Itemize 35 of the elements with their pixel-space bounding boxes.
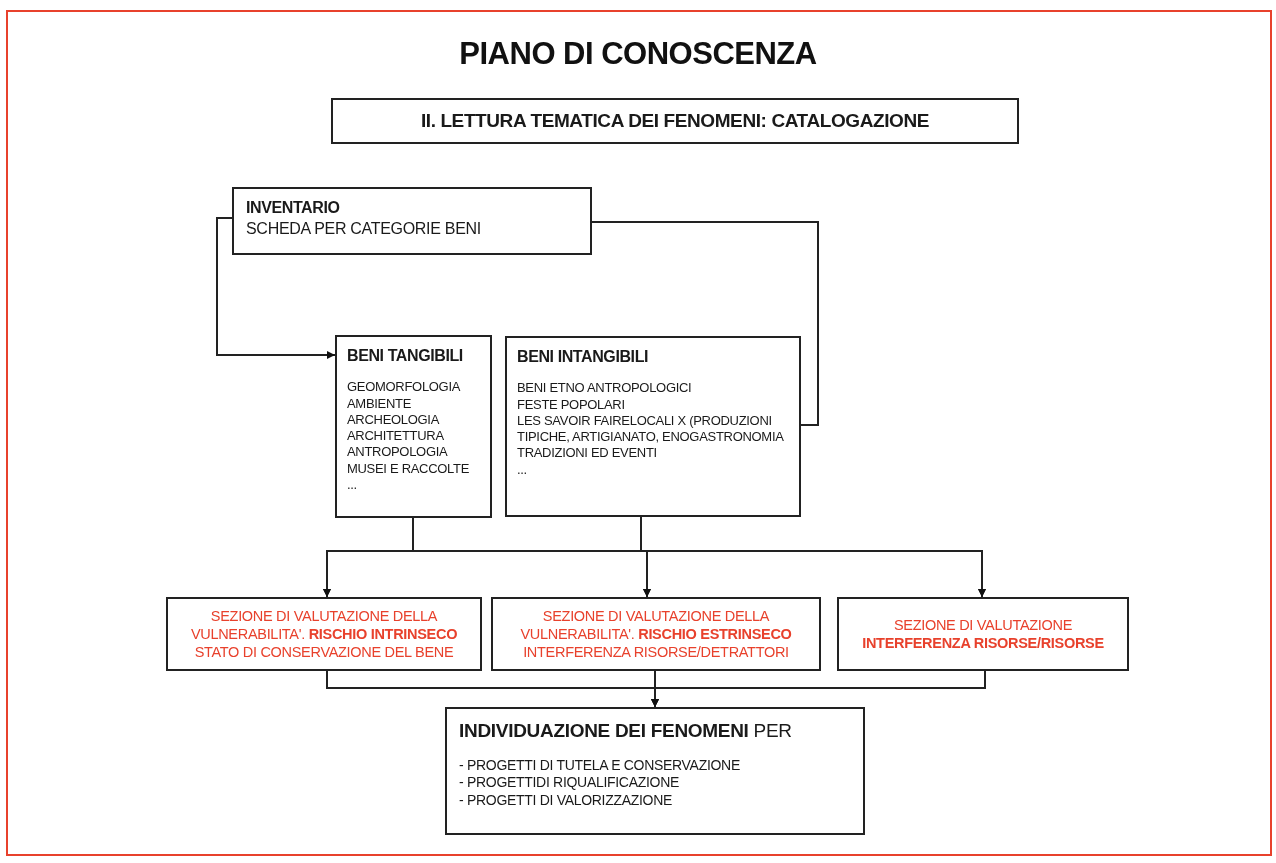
section-heading: II. LETTURA TEMATICA DEI FENOMENI: CATALOGAZIONE (420, 110, 930, 132)
process-box (232, 187, 592, 255)
list-item: - PROGETTI DI TUTELA E CONSERVAZIONE (459, 756, 740, 775)
list-item: AMBIENTE (347, 395, 412, 412)
diagram-title: PIANO DI CONOSCENZA (458, 36, 818, 72)
process-box (331, 98, 1019, 144)
box-text: SEZIONE DI VALUTAZIONE DELLA VULNERABILITA'. RISCHIO ESTRINSECO INTERFERENZA RISORSE/DETRATTORI (519, 606, 793, 662)
list-item: SCHEDA PER CATEGORIE BENI (246, 219, 481, 240)
box-heading: BENI INTANGIBILI (517, 348, 649, 367)
list-item: ... (347, 476, 357, 494)
list-item: MUSEI E RACCOLTE (347, 460, 470, 477)
box-heading: INVENTARIO (246, 199, 340, 218)
list-item: TRADIZIONI ED EVENTI (517, 445, 657, 462)
list-item: - PROGETTIDI RIQUALIFICAZIONE (459, 774, 679, 792)
list-item: ... (517, 461, 527, 478)
list-item: ARCHEOLOGIA (347, 411, 440, 429)
process-box (491, 597, 821, 671)
list-item: ARCHITETTURA (347, 428, 444, 445)
process-box (335, 335, 492, 518)
box-text: SEZIONE DI VALUTAZIONE INTERFERENZA RISORSE/RISORSE (861, 615, 1105, 653)
list-item: - PROGETTI DI VALORIZZAZIONE (459, 791, 673, 810)
process-box (837, 597, 1129, 671)
process-box (166, 597, 482, 671)
list-item: ANTROPOLOGIA (347, 444, 448, 461)
list-item: BENI ETNO ANTROPOLOGICI (517, 380, 692, 397)
process-box (505, 336, 801, 517)
process-box (445, 707, 865, 835)
list-item: GEOMORFOLOGIA (347, 379, 461, 396)
box-heading: INDIVIDUAZIONE DEI FENOMENI PER (459, 719, 792, 743)
box-heading: BENI TANGIBILI (347, 347, 463, 366)
connector-arrow (651, 670, 986, 708)
box-text: SEZIONE DI VALUTAZIONE DELLA VULNERABILITA'. RISCHIO INTRINSECO STATO DI CONSERVAZIONE DEL BENE (189, 606, 459, 662)
connector-arrow (216, 217, 336, 359)
list-item: LES SAVOIR FAIRELOCALI X (PRODUZIONI TIPICHE, ARTIGIANATO, ENOGASTRONOMIA (517, 412, 785, 446)
list-item: FESTE POPOLARI (517, 396, 625, 413)
